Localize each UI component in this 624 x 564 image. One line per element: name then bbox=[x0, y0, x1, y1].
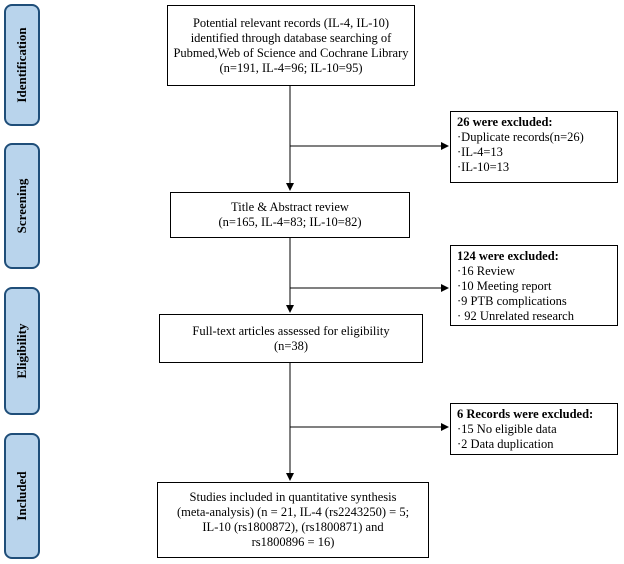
box-line: (meta-analysis) (n = 21, IL-4 (rs2243250… bbox=[176, 505, 410, 519]
box-exclusion-1: 26 were excluded: ·Duplicate records(n=2… bbox=[450, 111, 618, 183]
box-line: Title & Abstract review bbox=[231, 200, 349, 214]
box-exclusion-2: 124 were excluded: ·16 Review ·10 Meetin… bbox=[450, 245, 618, 326]
box-line: identified through database searching of bbox=[190, 30, 392, 45]
exclusion-item: · 92 Unrelated research bbox=[457, 309, 574, 323]
box-eligibility-fulltext: Full-text articles assessed for eligibil… bbox=[159, 314, 423, 363]
box-line: Full-text articles assessed for eligibil… bbox=[192, 323, 390, 338]
exclusion-item: ·10 Meeting report bbox=[457, 279, 552, 293]
exclusion-item: ·Duplicate records(n=26) bbox=[457, 130, 584, 144]
exclusion-item: ·IL-4=13 bbox=[457, 145, 503, 159]
box-line: (n=38) bbox=[273, 338, 309, 353]
box-included-studies: Studies included in quantitative synthes… bbox=[157, 482, 429, 558]
phase-included: Included bbox=[4, 433, 40, 559]
exclusion-title: 124 were excluded: bbox=[457, 249, 559, 263]
phase-eligibility: Eligibility bbox=[4, 287, 40, 415]
exclusion-item: ·15 No eligible data bbox=[457, 422, 557, 436]
box-line: IL-10 (rs1800872), (rs1800871) and bbox=[202, 520, 384, 534]
box-line: rs1800896 = 16) bbox=[251, 535, 335, 549]
exclusion-item: ·16 Review bbox=[457, 264, 515, 278]
box-identification-records: Potential relevant records (IL-4, IL-10)… bbox=[167, 5, 415, 86]
exclusion-title: 6 Records were excluded: bbox=[457, 407, 594, 421]
exclusion-item: ·2 Data duplication bbox=[457, 437, 554, 451]
phase-identification: Identification bbox=[4, 4, 40, 126]
box-line: Potential relevant records (IL-4, IL-10) bbox=[192, 15, 390, 30]
exclusion-item: ·IL-10=13 bbox=[457, 160, 510, 174]
box-line: (n=191, IL-4=96; IL-10=95) bbox=[219, 60, 363, 75]
exclusion-title: 26 were excluded: bbox=[457, 115, 553, 129]
box-screening-review: Title & Abstract review (n=165, IL-4=83;… bbox=[170, 192, 410, 238]
box-line: (n=165, IL-4=83; IL-10=82) bbox=[218, 215, 362, 229]
box-exclusion-3: 6 Records were excluded: ·15 No eligible… bbox=[450, 403, 618, 455]
phase-screening: Screening bbox=[4, 143, 40, 269]
box-line: Pubmed,Web of Science and Cochrane Libra… bbox=[173, 45, 409, 60]
exclusion-item: ·9 PTB complications bbox=[457, 294, 567, 308]
box-line: Studies included in quantitative synthes… bbox=[189, 490, 397, 504]
